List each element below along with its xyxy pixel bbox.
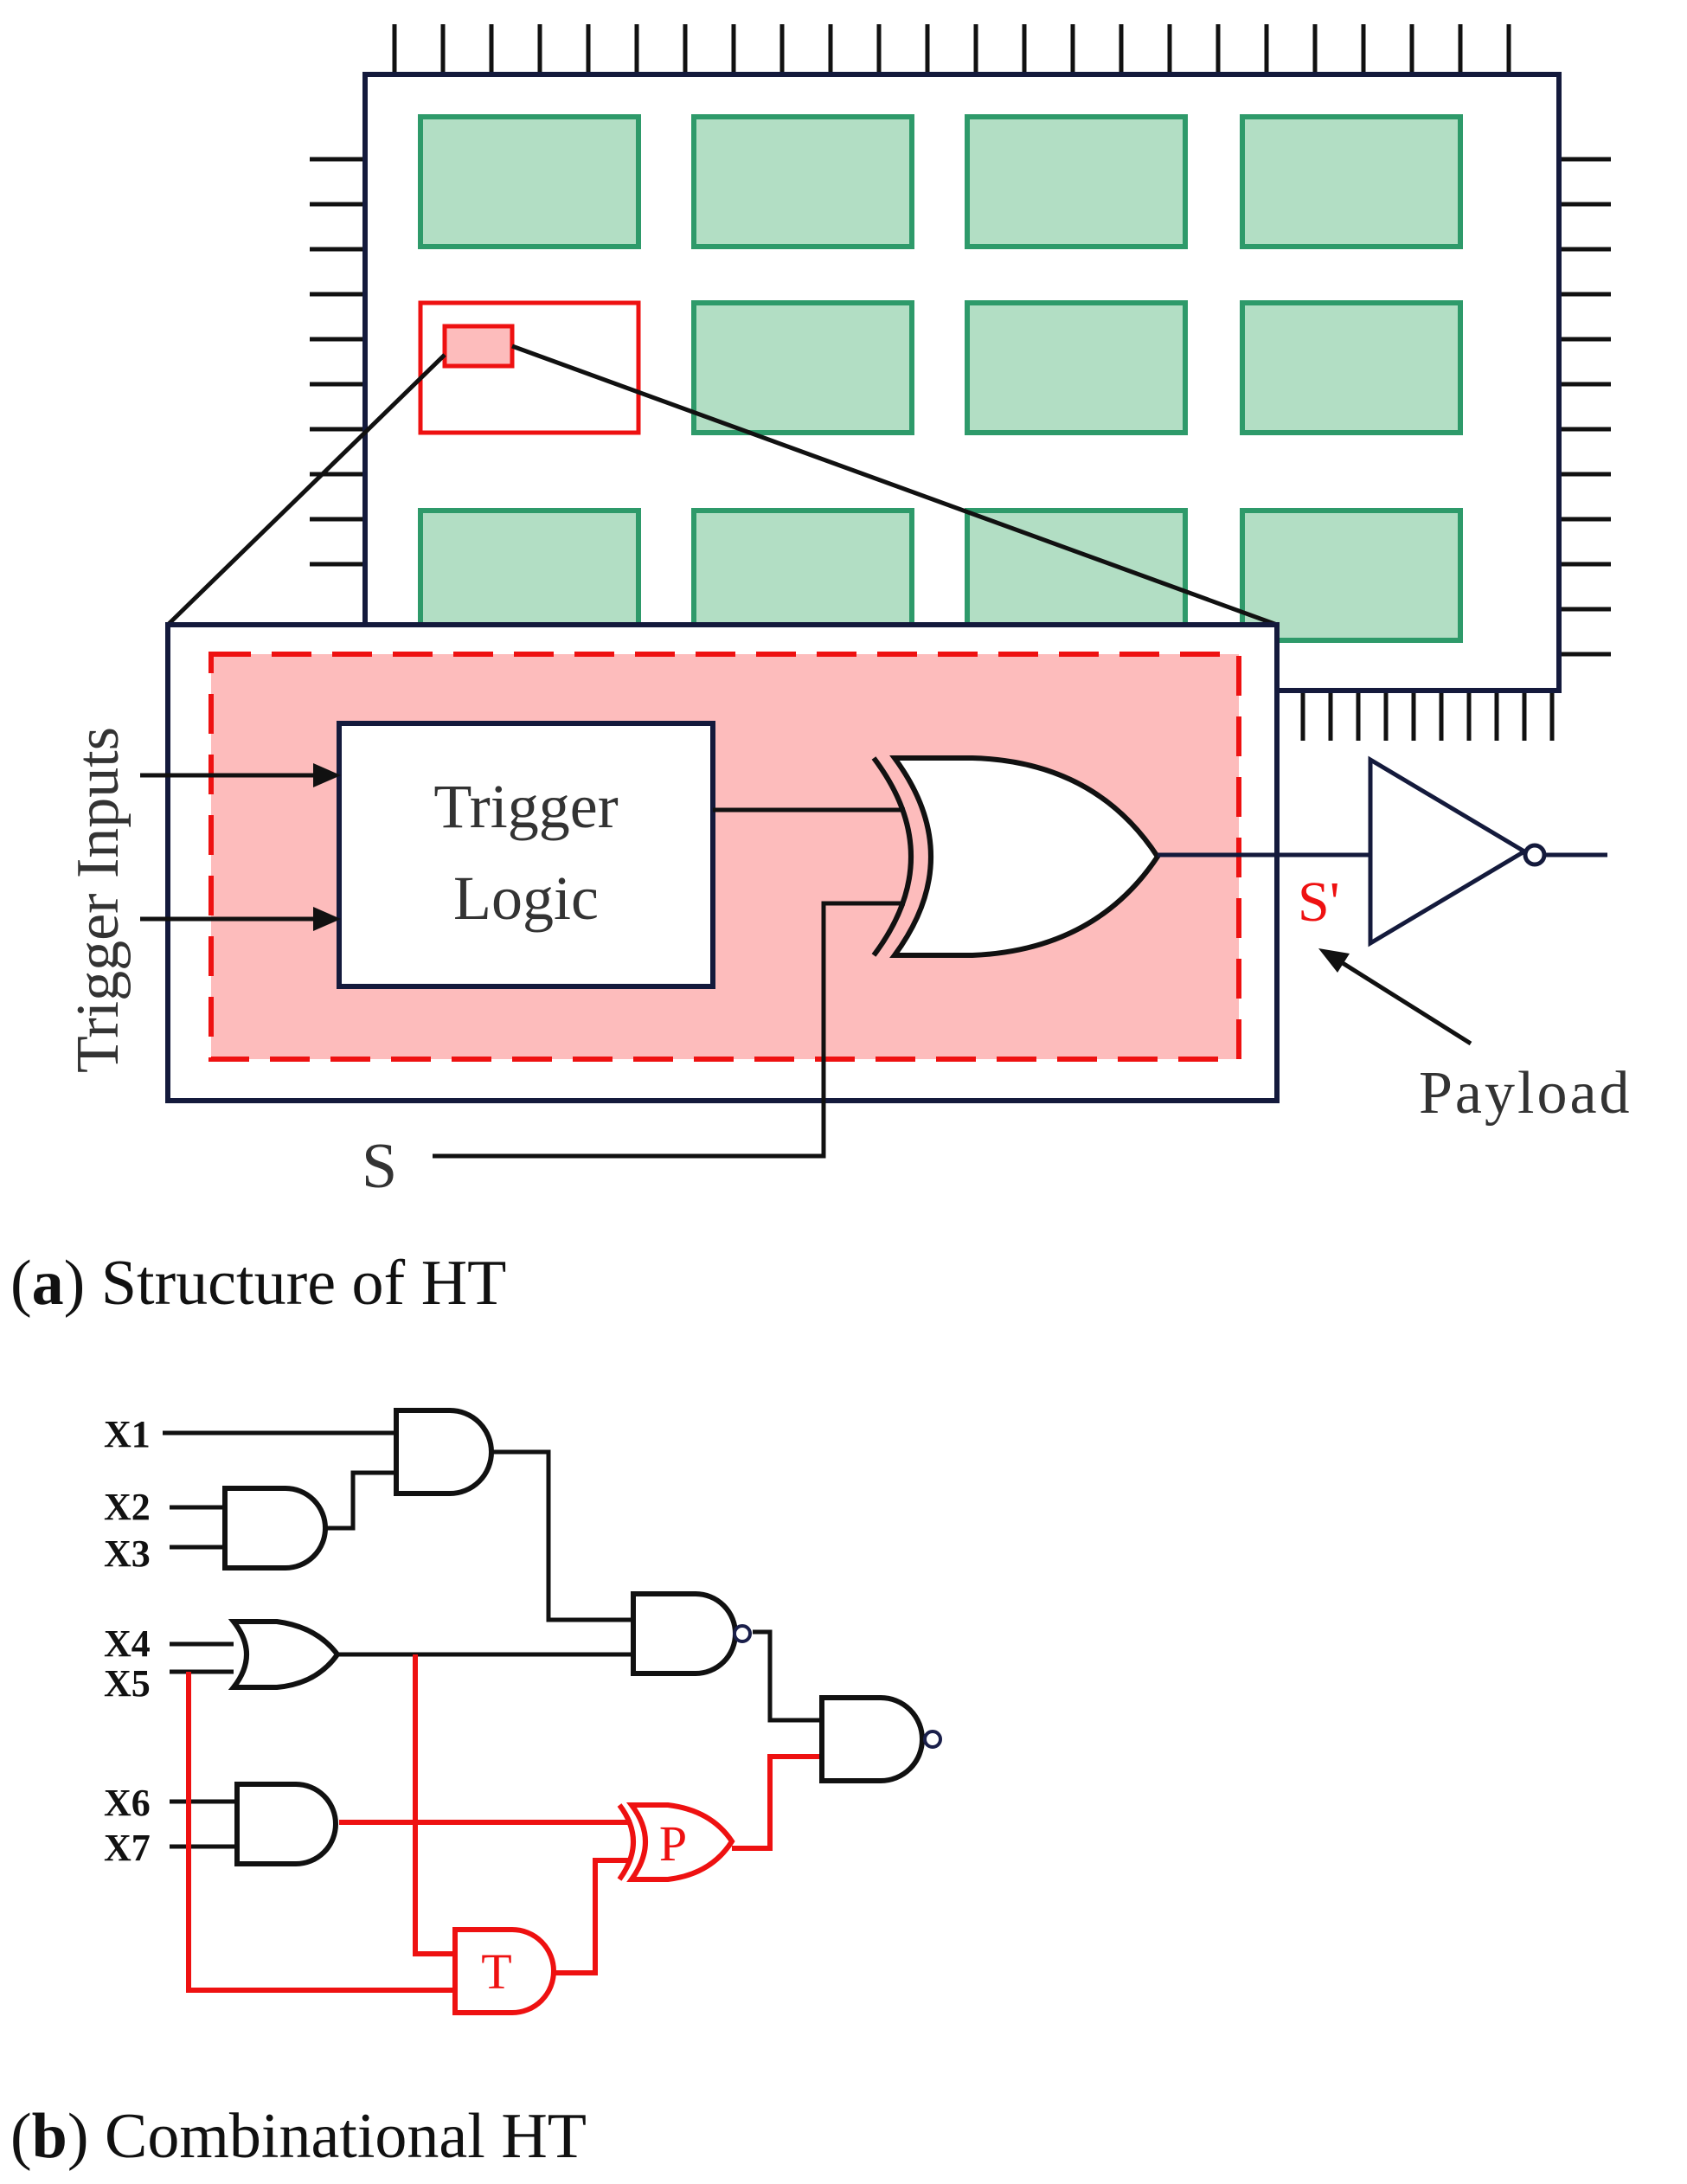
caption-a: (a) Structure of HT bbox=[10, 1248, 507, 1319]
xor-gate-icon bbox=[433, 755, 1161, 1159]
trigger-and-gate: T bbox=[452, 1927, 556, 2015]
trigger-inputs-label: Trigger Inputs bbox=[65, 727, 131, 1073]
caption-b-letter: b bbox=[31, 2101, 67, 2172]
logic-block bbox=[1240, 114, 1463, 249]
trigger-logic-box bbox=[337, 721, 715, 989]
input-label-x4: X4 bbox=[104, 1622, 151, 1665]
input-label-x5: X5 bbox=[104, 1662, 151, 1705]
trigger-input-arrows bbox=[140, 763, 341, 931]
trigger-gate-label: T bbox=[481, 1943, 511, 2000]
s-prime-label: S' bbox=[1298, 870, 1340, 934]
logic-block bbox=[1240, 300, 1463, 435]
trojan-wires bbox=[186, 1654, 822, 1993]
nand-gate-icon bbox=[819, 1695, 942, 1783]
input-label-x2: X2 bbox=[104, 1486, 151, 1528]
s-label: S bbox=[362, 1131, 397, 1202]
or-gate-icon bbox=[228, 1619, 341, 1690]
payload-xor-gate: P bbox=[617, 1802, 735, 1882]
caption-b-text: Combinational HT bbox=[104, 2101, 587, 2172]
payload-arrow bbox=[1318, 948, 1472, 1046]
caption-a-text: Structure of HT bbox=[100, 1248, 507, 1319]
input-label-x6: X6 bbox=[104, 1782, 151, 1824]
logic-block bbox=[1240, 508, 1463, 643]
input-label-x7: X7 bbox=[104, 1827, 151, 1869]
and-gate-icon bbox=[394, 1408, 494, 1496]
nand-gate-icon bbox=[631, 1591, 752, 1676]
circuit-wires bbox=[163, 1430, 822, 1849]
zoom-line-right bbox=[511, 344, 1278, 627]
logic-block bbox=[691, 508, 914, 643]
chip-blocks bbox=[418, 114, 1463, 643]
logic-block bbox=[418, 114, 641, 249]
trigger-logic-label-line1: Trigger bbox=[433, 772, 618, 841]
trigger-logic-label-line2: Logic bbox=[453, 864, 599, 933]
logic-block bbox=[418, 508, 641, 643]
inverter-icon bbox=[1368, 755, 1607, 947]
chip-pins bbox=[310, 24, 1611, 741]
logic-block bbox=[965, 508, 1188, 643]
and-gate-icon bbox=[222, 1486, 328, 1571]
input-label-x3: X3 bbox=[104, 1532, 151, 1575]
payload-label: Payload bbox=[1419, 1060, 1632, 1127]
payload-gate-label: P bbox=[659, 1815, 687, 1872]
logic-block bbox=[691, 114, 914, 249]
zoom-line-left bbox=[166, 353, 446, 626]
logic-block bbox=[965, 114, 1188, 249]
logic-block bbox=[965, 300, 1188, 435]
logic-block bbox=[691, 300, 914, 435]
trojan-cell bbox=[442, 324, 515, 369]
and-gate-icon bbox=[234, 1782, 338, 1866]
input-label-x1: X1 bbox=[104, 1413, 151, 1455]
caption-b: (b) Combinational HT bbox=[10, 2101, 587, 2172]
caption-a-letter: a bbox=[31, 1248, 64, 1319]
